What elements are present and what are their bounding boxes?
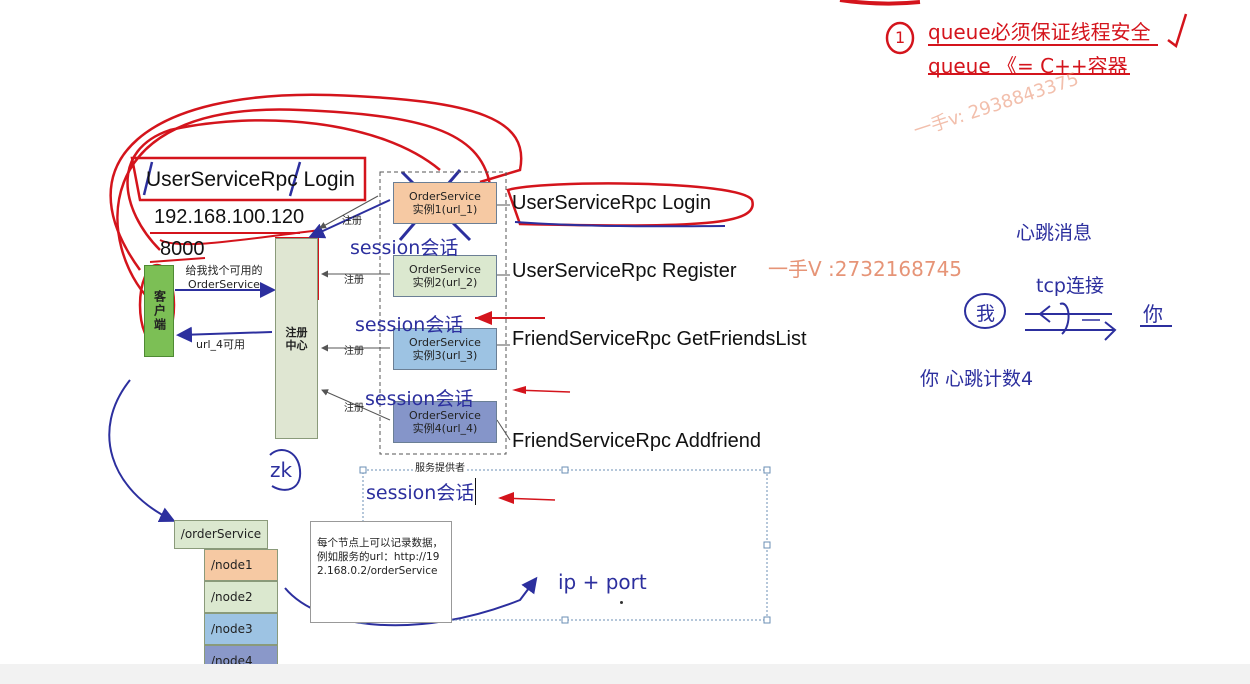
provider-label: 服务提供者 bbox=[413, 459, 467, 474]
zk-root-node: /orderService bbox=[174, 520, 268, 549]
you-label: 你 bbox=[1143, 302, 1163, 326]
tcp-connection-label: tcp连接 bbox=[1036, 275, 1104, 297]
registry-box: 注册中心 bbox=[275, 238, 318, 439]
zk-circle bbox=[269, 449, 302, 491]
red-loop-3 bbox=[126, 119, 441, 251]
client-ip-label: 192.168.100.120 bbox=[154, 206, 305, 228]
me-label: 我 bbox=[976, 303, 996, 325]
zk-node-1: /node1 bbox=[204, 549, 278, 581]
client-port-label: 8000 bbox=[160, 238, 205, 260]
red-tick bbox=[1167, 13, 1188, 49]
note-queue-cpp: queue 《= C++容器 bbox=[928, 54, 1128, 78]
service-3-instance: 实例3(url_3) bbox=[412, 349, 478, 362]
red-top-stroke bbox=[839, 0, 921, 6]
session-label-4: session会话 bbox=[366, 478, 477, 505]
ip-port-label: ip + port bbox=[558, 570, 647, 594]
me-circle bbox=[964, 293, 1006, 329]
note-thread-safe: queue必须保证线程安全 bbox=[928, 20, 1151, 44]
zk-node-2: /node2 bbox=[204, 581, 278, 613]
response-text: url_4可用 bbox=[196, 338, 246, 351]
register-label-2: 注册 bbox=[344, 275, 364, 286]
zk-note-box: 每个节点上可以记录数据，例如服务的url：http://192.168.0.2/… bbox=[310, 521, 452, 623]
provider-dashed-box bbox=[379, 171, 507, 455]
blue-registry-to-svc1 bbox=[308, 199, 391, 239]
session-label-2: session会话 bbox=[355, 314, 464, 336]
service-2-instance: 实例2(url_2) bbox=[412, 276, 478, 289]
client-label: 客户端 bbox=[152, 290, 167, 332]
heartbeat-count: 你 心跳计数4 bbox=[920, 368, 1034, 390]
red-box-left bbox=[130, 156, 367, 202]
blue-curve-to-zk bbox=[108, 379, 176, 522]
register-label-4: 注册 bbox=[344, 403, 364, 414]
service-3-name: OrderService bbox=[409, 336, 481, 349]
service-1-name: OrderService bbox=[409, 190, 481, 203]
dot-mark bbox=[620, 601, 623, 604]
client-box: 客户端 bbox=[144, 265, 174, 357]
zk-tag: zk bbox=[270, 458, 293, 482]
service-method-2: UserServiceRpc Register bbox=[512, 260, 737, 282]
zk-node-3: /node3 bbox=[204, 613, 278, 645]
service-method-1: UserServiceRpc Login bbox=[512, 192, 711, 214]
service-1-instance: 实例1(url_1) bbox=[412, 203, 478, 216]
blue-response-arrow bbox=[176, 326, 273, 343]
request-text: 给我找个可用的OrderService bbox=[185, 264, 263, 291]
service-4-instance: 实例4(url_4) bbox=[412, 422, 478, 435]
session-label-3: session会话 bbox=[365, 388, 474, 410]
red-loop-1 bbox=[116, 108, 492, 301]
red-circle-mark bbox=[885, 21, 915, 55]
blue-curve-to-ip bbox=[284, 576, 538, 627]
session-label-1: session会话 bbox=[350, 237, 459, 259]
registry-label: 注册中心 bbox=[285, 325, 308, 352]
service-method-4: FriendServiceRpc Addfriend bbox=[512, 430, 762, 452]
register-label-1: 注册 bbox=[342, 216, 362, 227]
service-4-name: OrderService bbox=[409, 409, 481, 422]
service-2-name: OrderService bbox=[409, 263, 481, 276]
client-method-label: UserServiceRpc Login bbox=[146, 168, 355, 191]
heartbeat-title: 心跳消息 bbox=[1016, 222, 1093, 244]
zk-note-text: 每个节点上可以记录数据，例如服务的url：http://192.168.0.2/… bbox=[317, 537, 443, 577]
register-label-3: 注册 bbox=[344, 346, 364, 357]
circle-number: 1 bbox=[895, 28, 906, 47]
bottom-strip bbox=[0, 664, 1250, 684]
red-port-underline bbox=[149, 257, 206, 263]
watermark-middle: 一手V :2732168745 bbox=[768, 257, 963, 281]
red-loop-2 bbox=[109, 93, 523, 271]
service-method-3: FriendServiceRpc GetFriendsList bbox=[512, 328, 807, 350]
